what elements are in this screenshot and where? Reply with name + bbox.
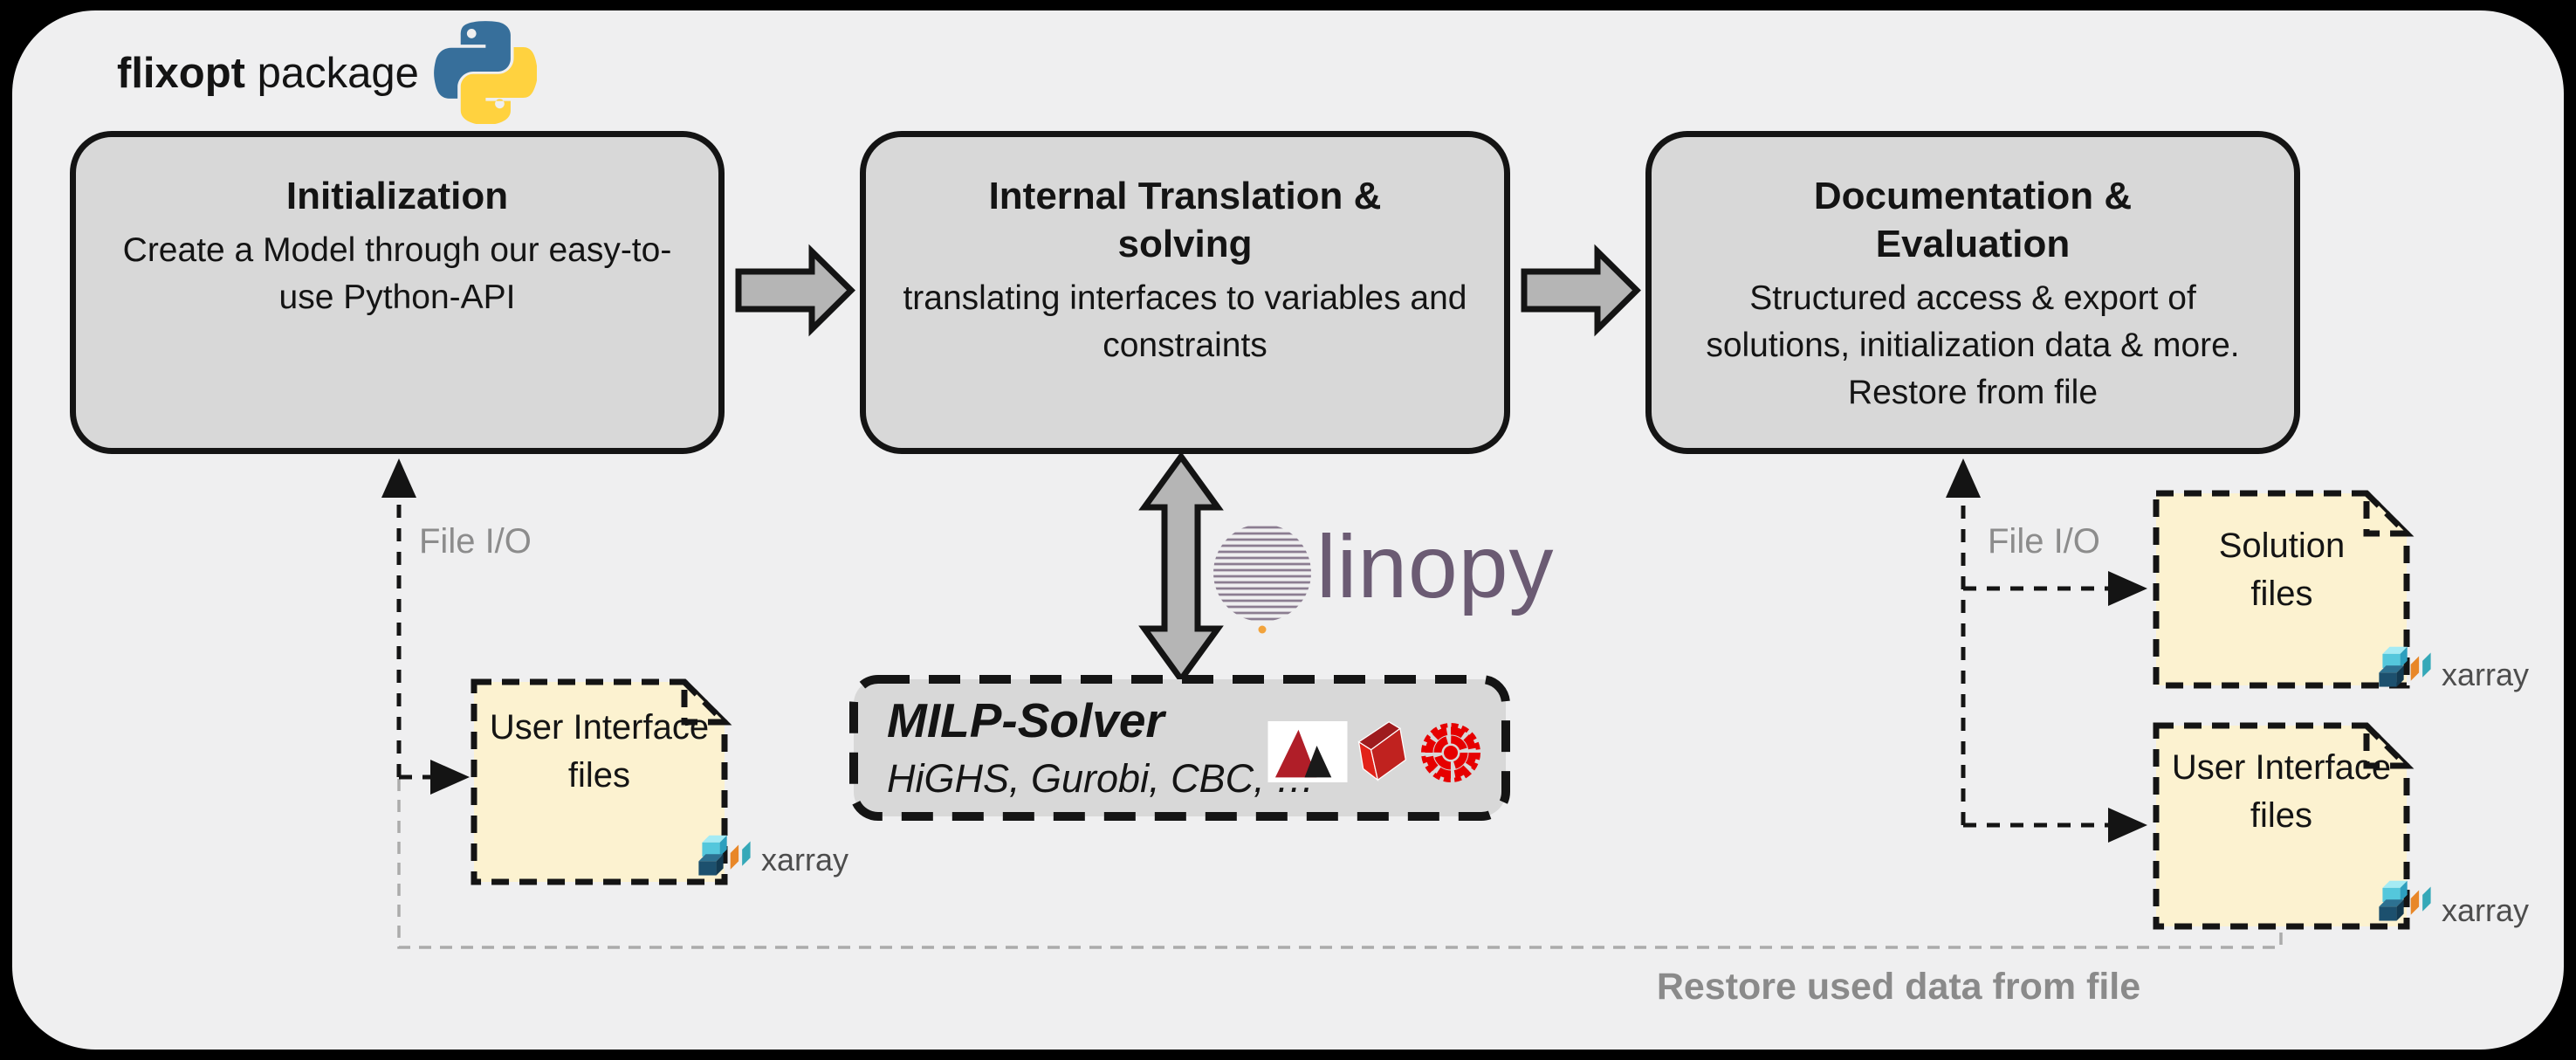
stage-body: Structured access & export of solutions,… <box>1706 279 2240 411</box>
user-interface-files-label-right: User Interface files <box>2171 748 2392 835</box>
stage-internal-translation: Internal Translation & solving translati… <box>860 131 1510 454</box>
stage-body: translating interfaces to variables and … <box>903 279 1467 364</box>
file-io-right-arrows <box>1946 458 2147 843</box>
flow-arrow-1 <box>735 244 855 337</box>
user-interface-files-box-right <box>2153 722 2410 930</box>
solution-files-box <box>2153 490 2410 689</box>
file-io-left-arrows <box>381 458 470 795</box>
stage-title: Documentation & Evaluation <box>1813 175 2133 265</box>
fold-corner-left <box>681 674 732 726</box>
linopy-wordmark: linopy <box>1316 517 1555 616</box>
xarray-icon <box>698 835 751 876</box>
linopy-orange-dot <box>1258 625 1267 634</box>
user-interface-files-box-left <box>471 678 728 885</box>
milp-solver-title: MILP-Solver <box>887 693 1164 747</box>
solver-double-arrow <box>1138 451 1224 685</box>
page-title: flixopt package <box>117 49 419 98</box>
file-boxes <box>471 485 2415 930</box>
xarray-label: xarray <box>2442 657 2530 692</box>
user-interface-files-label-left: User Interface files <box>489 708 710 795</box>
highs-icon <box>1267 721 1348 782</box>
cbc-icon <box>1421 723 1480 782</box>
stage-initialization: Initialization Create a Model through ou… <box>70 131 725 454</box>
fold-corner-solution <box>2363 485 2415 537</box>
solution-files-label: Solution files <box>2218 527 2346 613</box>
xarray-icon <box>2379 880 2431 921</box>
xarray-label: xarray <box>2442 892 2530 928</box>
gurobi-icon <box>1357 720 1407 781</box>
python-icon <box>434 21 537 124</box>
xarray-label: xarray <box>761 842 849 878</box>
stage-body: Create a Model through our easy-to-use P… <box>122 231 672 316</box>
stage-title: Initialization <box>285 175 509 217</box>
restore-note-label: Restore used data from file <box>1656 966 2141 1008</box>
fold-corner-right <box>2363 718 2415 769</box>
restore-path-line <box>397 779 2283 949</box>
stage-title: Internal Translation & solving <box>988 175 1382 265</box>
xarray-icon <box>2379 646 2431 687</box>
milp-solver-list: HiGHS, Gurobi, CBC, … <box>887 756 1315 801</box>
package-name: flixopt <box>117 50 245 97</box>
linopy-sphere-icon <box>1213 526 1311 634</box>
flow-arrow-2 <box>1521 244 1641 337</box>
file-io-label-right: File I/O <box>1988 522 2100 561</box>
file-io-label-left: File I/O <box>419 522 532 561</box>
package-suffix: package <box>244 50 419 97</box>
stage-documentation-evaluation: Documentation & Evaluation Structured ac… <box>1645 131 2300 454</box>
